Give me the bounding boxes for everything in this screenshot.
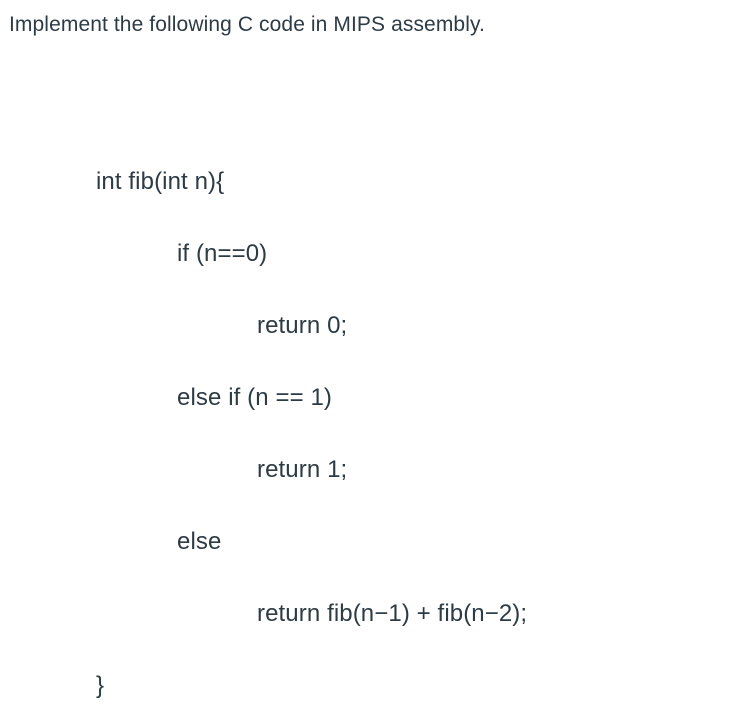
code-line: return fib(n−1) + fib(n−2); — [257, 600, 528, 627]
code-line: if (n==0) — [177, 240, 268, 267]
c-code-block: int fib(int n){ if (n==0) return 0; else… — [0, 146, 730, 722]
code-line: return 0; — [257, 312, 348, 339]
code-line: else if (n == 1) — [177, 384, 333, 411]
code-line: } — [96, 672, 105, 699]
code-line: else — [177, 528, 222, 555]
code-line: return 1; — [257, 456, 348, 483]
code-line: int fib(int n){ — [96, 168, 225, 195]
question-prompt: Implement the following C code in MIPS a… — [9, 13, 485, 36]
